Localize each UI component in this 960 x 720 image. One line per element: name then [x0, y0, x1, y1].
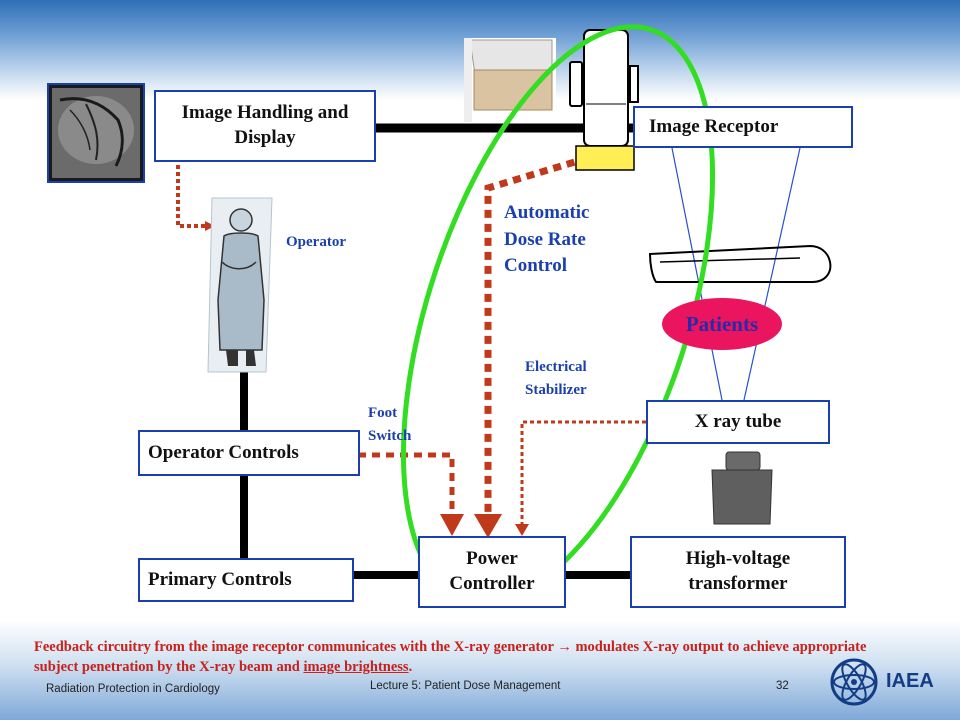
angiogram-image — [47, 83, 145, 183]
stabilizer-label: Electrical Stabilizer — [525, 359, 587, 398]
operator-controls-box: Operator Controls — [138, 430, 360, 476]
xray-tube-box: X ray tube — [646, 400, 830, 444]
image-receptor-box: Image Receptor — [633, 106, 853, 148]
patient-outline — [648, 244, 832, 283]
primary-controls-box: Primary Controls — [138, 558, 354, 602]
image-receptor-label: Image Receptor — [649, 115, 779, 137]
caption: Feedback circuitry from the image recept… — [34, 638, 884, 677]
image-handling-box: Image Handling and Display — [154, 90, 376, 162]
adrc-label: Automatic Dose Rate Control — [504, 202, 590, 277]
patients-label: Patients — [685, 311, 759, 336]
foot-switch-arrowhead — [440, 514, 464, 536]
hv-transformer-label: High-voltage transformer — [685, 548, 791, 594]
feedback-display-to-operator — [176, 158, 215, 231]
iaea-logo-text: IAEA — [886, 670, 934, 692]
operator-controls-label: Operator Controls — [148, 441, 299, 463]
primary-controls-label: Primary Controls — [148, 568, 292, 590]
page-number: 32 — [776, 680, 789, 692]
xray-receptor-drawing — [569, 29, 639, 171]
patients-badge: Patients — [662, 298, 782, 350]
xray-tube-label: X ray tube — [694, 410, 782, 432]
image-handling-label: Image Handling and Display — [181, 102, 349, 148]
power-controller-label: Power Controller — [449, 548, 535, 594]
footer-lecture: Lecture 5: Patient Dose Management — [370, 680, 561, 692]
power-controller-box: Power Controller — [418, 536, 566, 608]
adrc-arrowhead — [474, 514, 502, 538]
beam-line-right — [743, 147, 801, 401]
footer-gradient — [0, 620, 960, 720]
operator-figure — [207, 197, 273, 373]
foot-switch-line — [358, 452, 455, 522]
caption-emphasis: image brightness — [303, 658, 409, 675]
stabilizer-arrowhead — [515, 524, 529, 536]
footer-course: Radiation Protection in Cardiology — [46, 683, 220, 695]
caption-main: Feedback circuitry from the image recept… — [34, 639, 867, 675]
caption-end: . — [408, 658, 413, 675]
iaea-emblem — [830, 658, 878, 706]
beam-line-left — [671, 147, 723, 401]
foot-switch-label: Foot Switch — [368, 405, 412, 444]
xray-tube-drawing — [711, 451, 773, 525]
operator-label: Operator — [286, 234, 346, 250]
hv-transformer-box: High-voltage transformer — [630, 536, 846, 608]
